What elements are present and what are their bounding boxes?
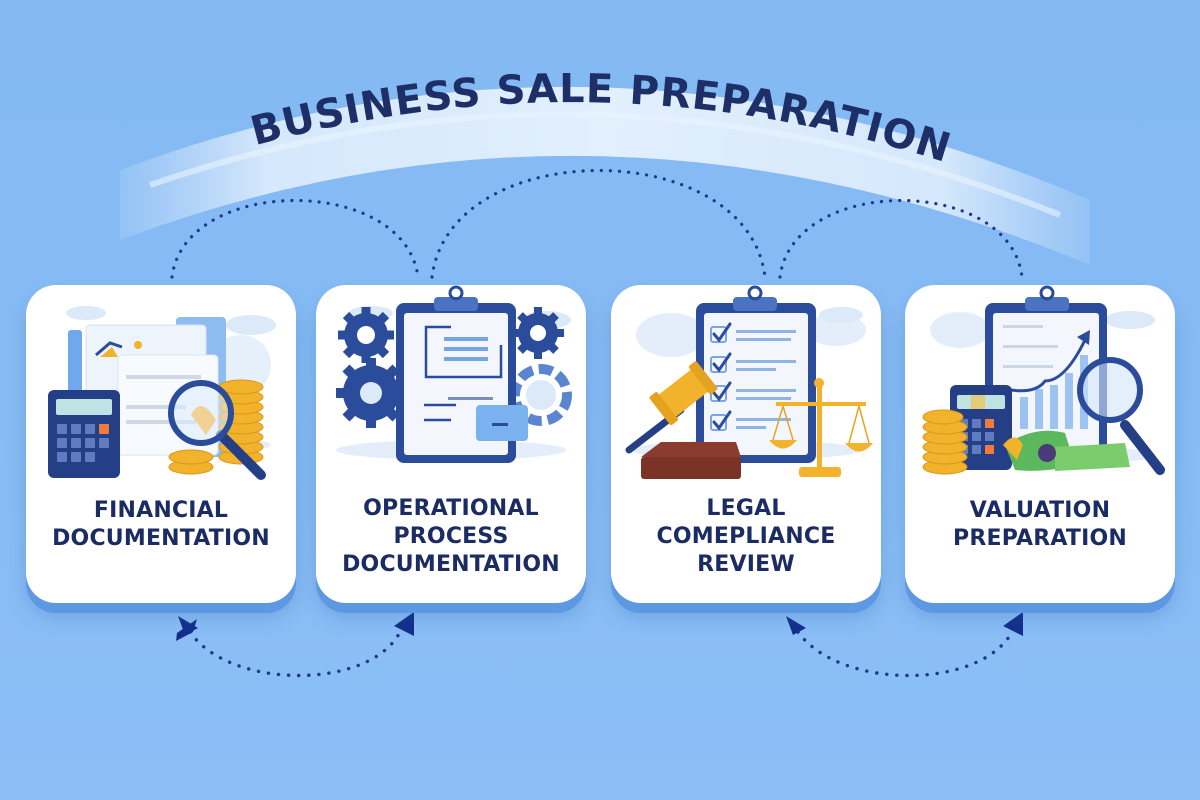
gavel-icon — [625, 361, 741, 479]
legal-illustration — [625, 285, 873, 479]
step-label: FINANCIAL DOCUMENTATION — [52, 498, 270, 551]
scales-icon — [769, 378, 873, 477]
operational-illustration — [336, 285, 572, 463]
step-card-valuation: VALUATION PREPARATION — [905, 285, 1175, 603]
gear-icon — [336, 307, 564, 428]
magnifier-icon — [1077, 357, 1165, 475]
step-card-legal: LEGAL COMEPLIANCE REVIEW — [611, 285, 881, 603]
folder-icon — [476, 405, 528, 441]
magnifier-icon — [168, 380, 266, 480]
connector-arc-financial-operational — [170, 199, 420, 279]
arrowhead-right-1-icon — [394, 612, 414, 636]
connector-arc-bottom-left — [188, 630, 402, 678]
connector-arc-legal-valuation — [778, 199, 1024, 279]
step-label: VALUATION PREPARATION — [953, 498, 1127, 551]
step-label: LEGAL COMEPLIANCE REVIEW — [656, 496, 836, 577]
connector-arc-bottom-right — [796, 630, 1014, 678]
step-label: OPERATIONAL PROCESS DOCUMENTATION — [342, 496, 560, 577]
valuation-illustration — [922, 285, 1165, 475]
connector-arc-operational-legal — [430, 169, 767, 279]
coin-stack-icon — [922, 409, 968, 475]
arrowhead-left-1-icon — [178, 616, 198, 635]
flowchart-icon — [424, 325, 503, 422]
clipboard-chart-icon — [985, 285, 1107, 453]
calculator-icon — [48, 390, 120, 478]
step-card-operational: OPERATIONAL PROCESS DOCUMENTATION — [316, 285, 586, 603]
clipboard-checklist-icon — [696, 285, 816, 463]
financial-illustration — [48, 306, 276, 480]
cash-icon — [1003, 430, 1130, 471]
arrowhead-right-2-icon — [1003, 612, 1023, 636]
step-card-financial: FINANCIAL DOCUMENTATION — [26, 285, 296, 603]
arrowhead-left-2-icon — [786, 616, 806, 635]
